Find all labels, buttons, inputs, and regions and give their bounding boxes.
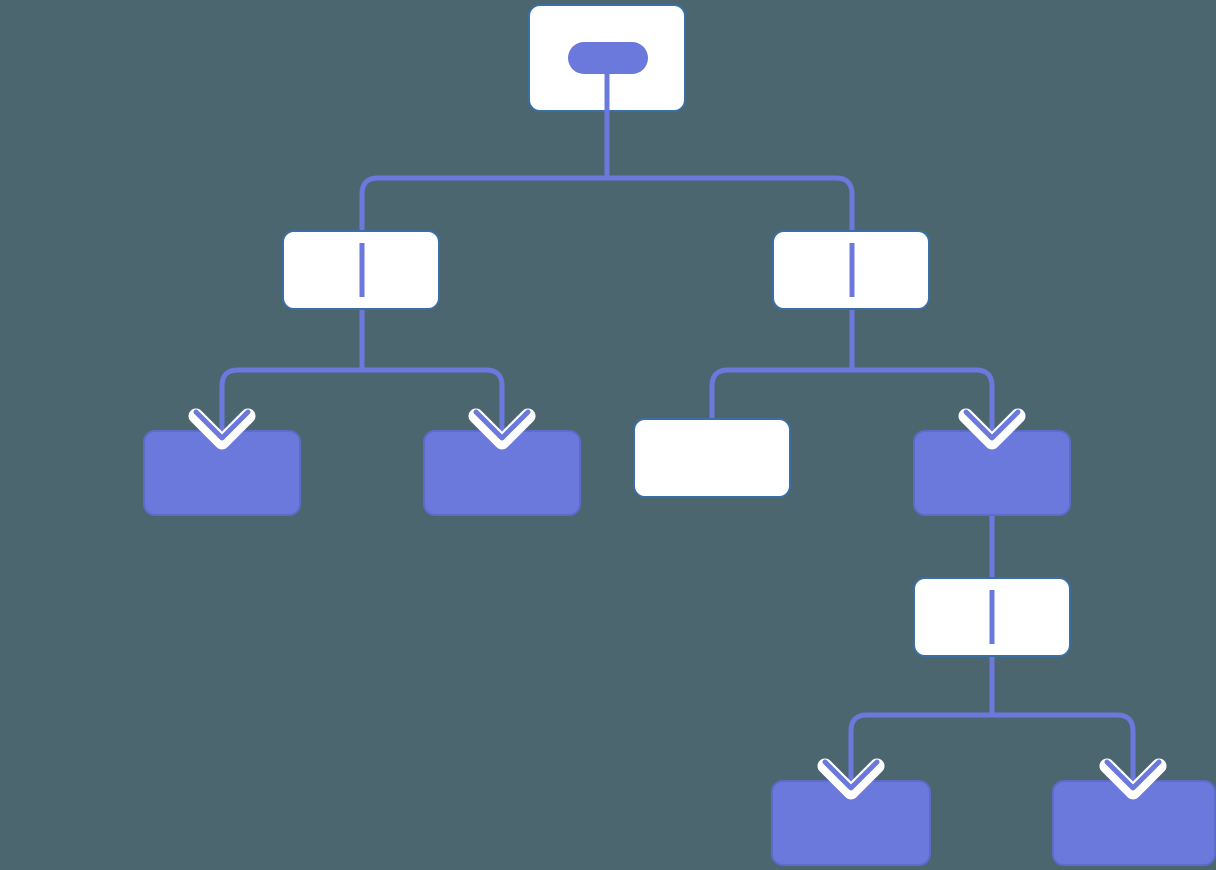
leaf-node-2-label: [425, 432, 579, 514]
leaf-node-4[interactable]: [771, 780, 931, 866]
leaf-node-1[interactable]: [143, 430, 301, 516]
leaf-node-1-label: [145, 432, 299, 514]
right-branch-node[interactable]: [772, 230, 930, 310]
sub-branch-node-label: [915, 579, 1069, 655]
edge-mid-to-leaf5: [992, 712, 1136, 782]
leaf-node-3-label: [915, 432, 1069, 514]
edge-left-to-leaf2: [362, 367, 505, 432]
edge-root-to-right: [607, 175, 855, 232]
edge-right-to-empty: [709, 367, 852, 419]
empty-node-label: [635, 420, 789, 496]
sub-branch-node[interactable]: [913, 577, 1071, 657]
leaf-node-4-label: [773, 782, 929, 864]
edge-root-to-left: [359, 175, 607, 232]
left-branch-node-label: [284, 232, 438, 308]
root-node[interactable]: [528, 4, 686, 112]
leaf-node-3[interactable]: [913, 430, 1071, 516]
leaf-node-5-label: [1054, 782, 1214, 864]
edge-left-to-leaf1: [219, 367, 362, 432]
leaf-node-5[interactable]: [1052, 780, 1216, 866]
right-branch-node-label: [774, 232, 928, 308]
edge-right-to-leaf3: [852, 367, 995, 432]
edge-mid-to-leaf4: [848, 712, 992, 782]
leaf-node-2[interactable]: [423, 430, 581, 516]
left-branch-node[interactable]: [282, 230, 440, 310]
empty-node[interactable]: [633, 418, 791, 498]
root-node-label: [530, 6, 684, 110]
